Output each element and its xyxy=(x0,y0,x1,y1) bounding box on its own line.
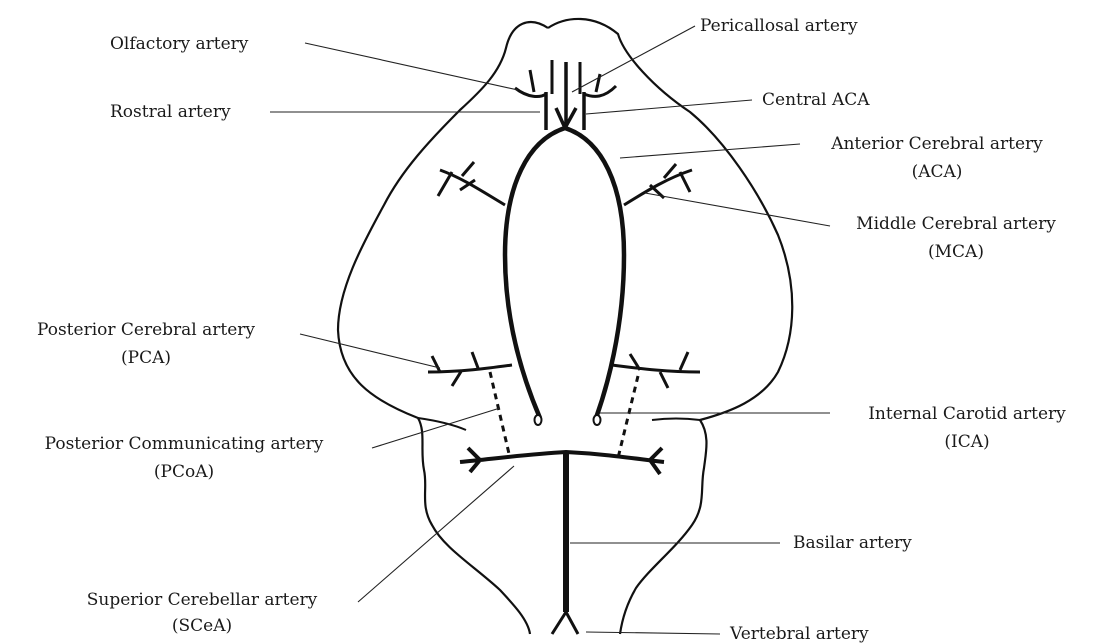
aca-name: Anterior Cerebral artery xyxy=(806,134,1068,154)
pca-left-branch xyxy=(428,352,512,386)
label-rostral-artery: Rostral artery xyxy=(110,102,231,122)
leader-lines xyxy=(270,26,830,634)
label-middle-cerebral-artery: Middle Cerebral artery (MCA) xyxy=(836,214,1076,262)
label-basilar-artery: Basilar artery xyxy=(793,533,912,553)
mca-abbr: (MCA) xyxy=(836,242,1076,262)
cerebrum-lower-edge-left xyxy=(418,418,466,430)
label-central-aca: Central ACA xyxy=(762,90,870,110)
mca-name: Middle Cerebral artery xyxy=(836,214,1076,234)
pcoa-abbr: (PCoA) xyxy=(6,462,362,482)
cerebrum-lower-edge-right xyxy=(652,419,700,421)
scea-abbr: (SCeA) xyxy=(60,616,344,636)
leader-aca xyxy=(620,144,800,158)
vertebral-artery-vessel xyxy=(552,612,578,634)
label-pericallosal-artery: Pericallosal artery xyxy=(700,16,858,36)
label-superior-cerebellar-artery: Superior Cerebellar artery (SCeA) xyxy=(60,590,344,636)
leader-mca xyxy=(645,193,830,226)
pcoa-right-dashed xyxy=(618,376,638,458)
ica-right-end xyxy=(594,415,601,425)
ica-name: Internal Carotid artery xyxy=(846,404,1088,424)
pcoa-name: Posterior Communicating artery xyxy=(6,434,362,454)
scea-name: Superior Cerebellar artery xyxy=(60,590,344,610)
pcoa-left-dashed xyxy=(490,372,510,458)
leader-pcoa xyxy=(372,408,500,448)
label-posterior-communicating-artery: Posterior Communicating artery (PCoA) xyxy=(6,434,362,482)
label-posterior-cerebral-artery: Posterior Cerebral artery (PCA) xyxy=(8,320,284,368)
leader-central-aca xyxy=(586,100,752,114)
pca-name: Posterior Cerebral artery xyxy=(8,320,284,340)
label-vertebral-artery: Vertebral artery xyxy=(730,624,869,644)
label-anterior-cerebral-artery: Anterior Cerebral artery (ACA) xyxy=(806,134,1068,182)
mca-right-branch xyxy=(624,164,692,205)
leader-olfactory xyxy=(305,43,518,90)
label-internal-carotid-artery: Internal Carotid artery (ICA) xyxy=(846,404,1088,452)
pca-abbr: (PCA) xyxy=(8,348,284,368)
superior-cerebellar-artery xyxy=(460,448,664,474)
leader-pericallosal xyxy=(572,26,695,92)
label-olfactory-artery: Olfactory artery xyxy=(110,34,248,54)
anterior-cerebral-loop xyxy=(505,128,624,418)
ica-abbr: (ICA) xyxy=(846,432,1088,452)
pca-right-branch xyxy=(612,352,700,388)
leader-vertebral xyxy=(586,632,720,634)
mca-left-branch xyxy=(438,162,505,205)
aca-abbr: (ACA) xyxy=(806,162,1068,182)
leader-pca xyxy=(300,334,440,368)
ica-left-end xyxy=(535,415,542,425)
